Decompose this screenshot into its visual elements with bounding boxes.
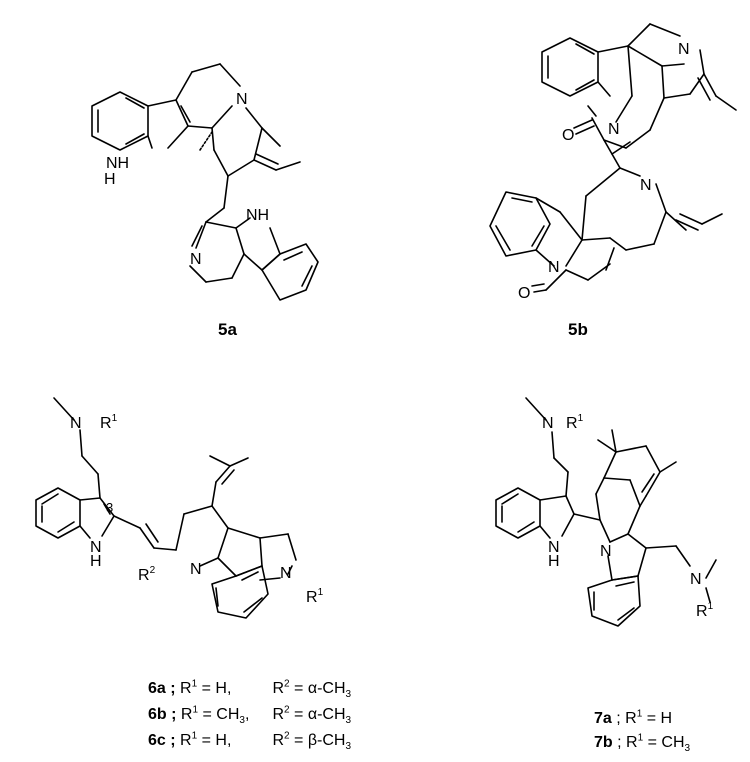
atom-n-5b-mid: N [608, 121, 620, 138]
legend-row-6a: 6a ; R1 = H, R2 = α-CH3 [148, 678, 352, 701]
atom-n-5a: N [236, 91, 248, 108]
atom-n-6-top: N [70, 415, 82, 432]
atom-r1-7-top: R1 [566, 413, 584, 432]
atom-r1-6-top: R1 [100, 413, 118, 432]
atom-pos3-6: 3 [106, 500, 113, 515]
atom-nh-7: N [548, 539, 560, 556]
structure-5b [489, 23, 737, 293]
legend-row-6b: 6b ; R1 = CH3, R2 = α-CH3 [148, 704, 352, 727]
atom-nh-6: N [90, 539, 102, 556]
atom-n-5b-lower: N [640, 177, 652, 194]
atom-o-5b-bottom: O [518, 285, 530, 302]
atom-n-7-ring: N [600, 543, 612, 560]
atom-n-5b-top: N [678, 41, 690, 58]
structure-7 [495, 397, 717, 627]
atom-r2-6: R2 [138, 565, 156, 584]
atom-labels: N NH H N NH N N O N N O N R1 3 N H R2 N … [70, 41, 714, 620]
atom-o-5b-top: O [562, 127, 574, 144]
atom-n-5a-lower: N [190, 251, 202, 268]
atom-r1-6-side: R1 [306, 587, 324, 606]
structure-5a [91, 63, 319, 301]
structure-6 [35, 397, 297, 619]
legend-row-7b: 7b ; R1 = CH3 [594, 732, 691, 755]
atom-n-7-top: N [542, 415, 554, 432]
atom-nh-5a-lower: NH [246, 207, 269, 224]
atom-h-5a: H [104, 171, 116, 188]
legend-row-7a: 7a ; R1 = H [594, 708, 673, 727]
legend-row-6c: 6c ; R1 = H, R2 = β-CH3 [148, 730, 352, 753]
atom-r1-7-side: R1 [696, 601, 714, 620]
atom-n-6-ring: N [190, 561, 202, 578]
atom-n-6-side: N [280, 565, 292, 582]
atom-n-5b-bottom: N [548, 259, 560, 276]
label-5b: 5b [568, 320, 588, 339]
label-5a: 5a [218, 320, 237, 339]
atom-n-7-side: N [690, 571, 702, 588]
atom-h-7: H [548, 553, 560, 570]
atom-nh-5a-top: NH [106, 155, 129, 172]
atom-h-6: H [90, 553, 102, 570]
